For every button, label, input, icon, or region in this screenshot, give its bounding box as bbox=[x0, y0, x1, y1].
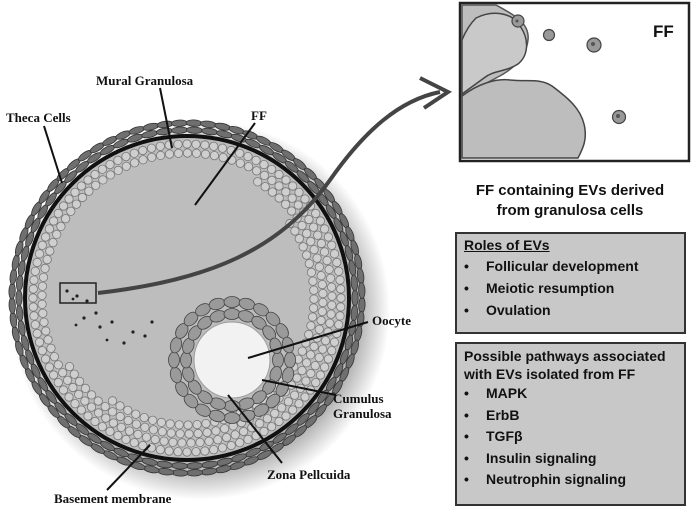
roles-list: Follicular development Meiotic resumptio… bbox=[464, 255, 677, 321]
pathway-item: Neutrophin signaling bbox=[464, 469, 677, 491]
pathway-item: TGFβ bbox=[464, 426, 677, 448]
ff-label: FF bbox=[251, 108, 267, 123]
caption-line-2: from granulosa cells bbox=[496, 202, 644, 219]
roles-item: Follicular development bbox=[464, 255, 677, 277]
inset-ff-label: FF bbox=[653, 22, 674, 41]
pathways-list: MAPK ErbB TGFβ Insulin signaling Neutrop… bbox=[464, 383, 677, 491]
basement-membrane bbox=[23, 134, 351, 462]
pathway-item: ErbB bbox=[464, 405, 677, 427]
cumulus-label-line1: Cumulus bbox=[333, 391, 384, 406]
caption-line-1: FF containing EVs derived bbox=[475, 182, 665, 199]
theca-cells-label: Theca Cells bbox=[6, 110, 71, 125]
zoom-arrow-head bbox=[419, 76, 452, 110]
zona-pellucida-label: Zona Pellcuida bbox=[267, 467, 351, 482]
follicle-antrum bbox=[25, 136, 349, 460]
pathways-box: Possible pathways associated with EVs is… bbox=[455, 342, 686, 506]
basement-membrane-label: Basement membrane bbox=[54, 491, 172, 506]
cumulus-label-line2: Granulosa bbox=[333, 406, 392, 421]
oocyte-label: Oocyte bbox=[372, 313, 411, 328]
zoom-region-box bbox=[59, 282, 97, 304]
roles-item: Ovulation bbox=[464, 299, 677, 321]
pathways-title-line-2: with EVs isolated from FF bbox=[464, 366, 636, 382]
leader-lines bbox=[43, 87, 369, 491]
ev-dots bbox=[65, 289, 154, 345]
pathways-title-line-1: Possible pathways associated bbox=[464, 348, 666, 364]
ev-caption: FF containing EVs derived from granulosa… bbox=[452, 181, 688, 221]
mural-granulosa-label: Mural Granulosa bbox=[96, 73, 194, 88]
roles-item: Meiotic resumption bbox=[464, 277, 677, 299]
inset-ev-particles bbox=[511, 14, 627, 125]
pathway-item: Insulin signaling bbox=[464, 448, 677, 470]
oocyte bbox=[193, 321, 271, 399]
zoom-arrow bbox=[97, 90, 441, 295]
inset-granulosa-cells bbox=[461, 4, 587, 159]
roles-of-evs-box: Roles of EVs Follicular development Meio… bbox=[455, 232, 686, 334]
roles-box-title: Roles of EVs bbox=[464, 237, 550, 253]
cumulus-granulosa-cells bbox=[168, 296, 296, 424]
pathway-item: MAPK bbox=[464, 383, 677, 405]
